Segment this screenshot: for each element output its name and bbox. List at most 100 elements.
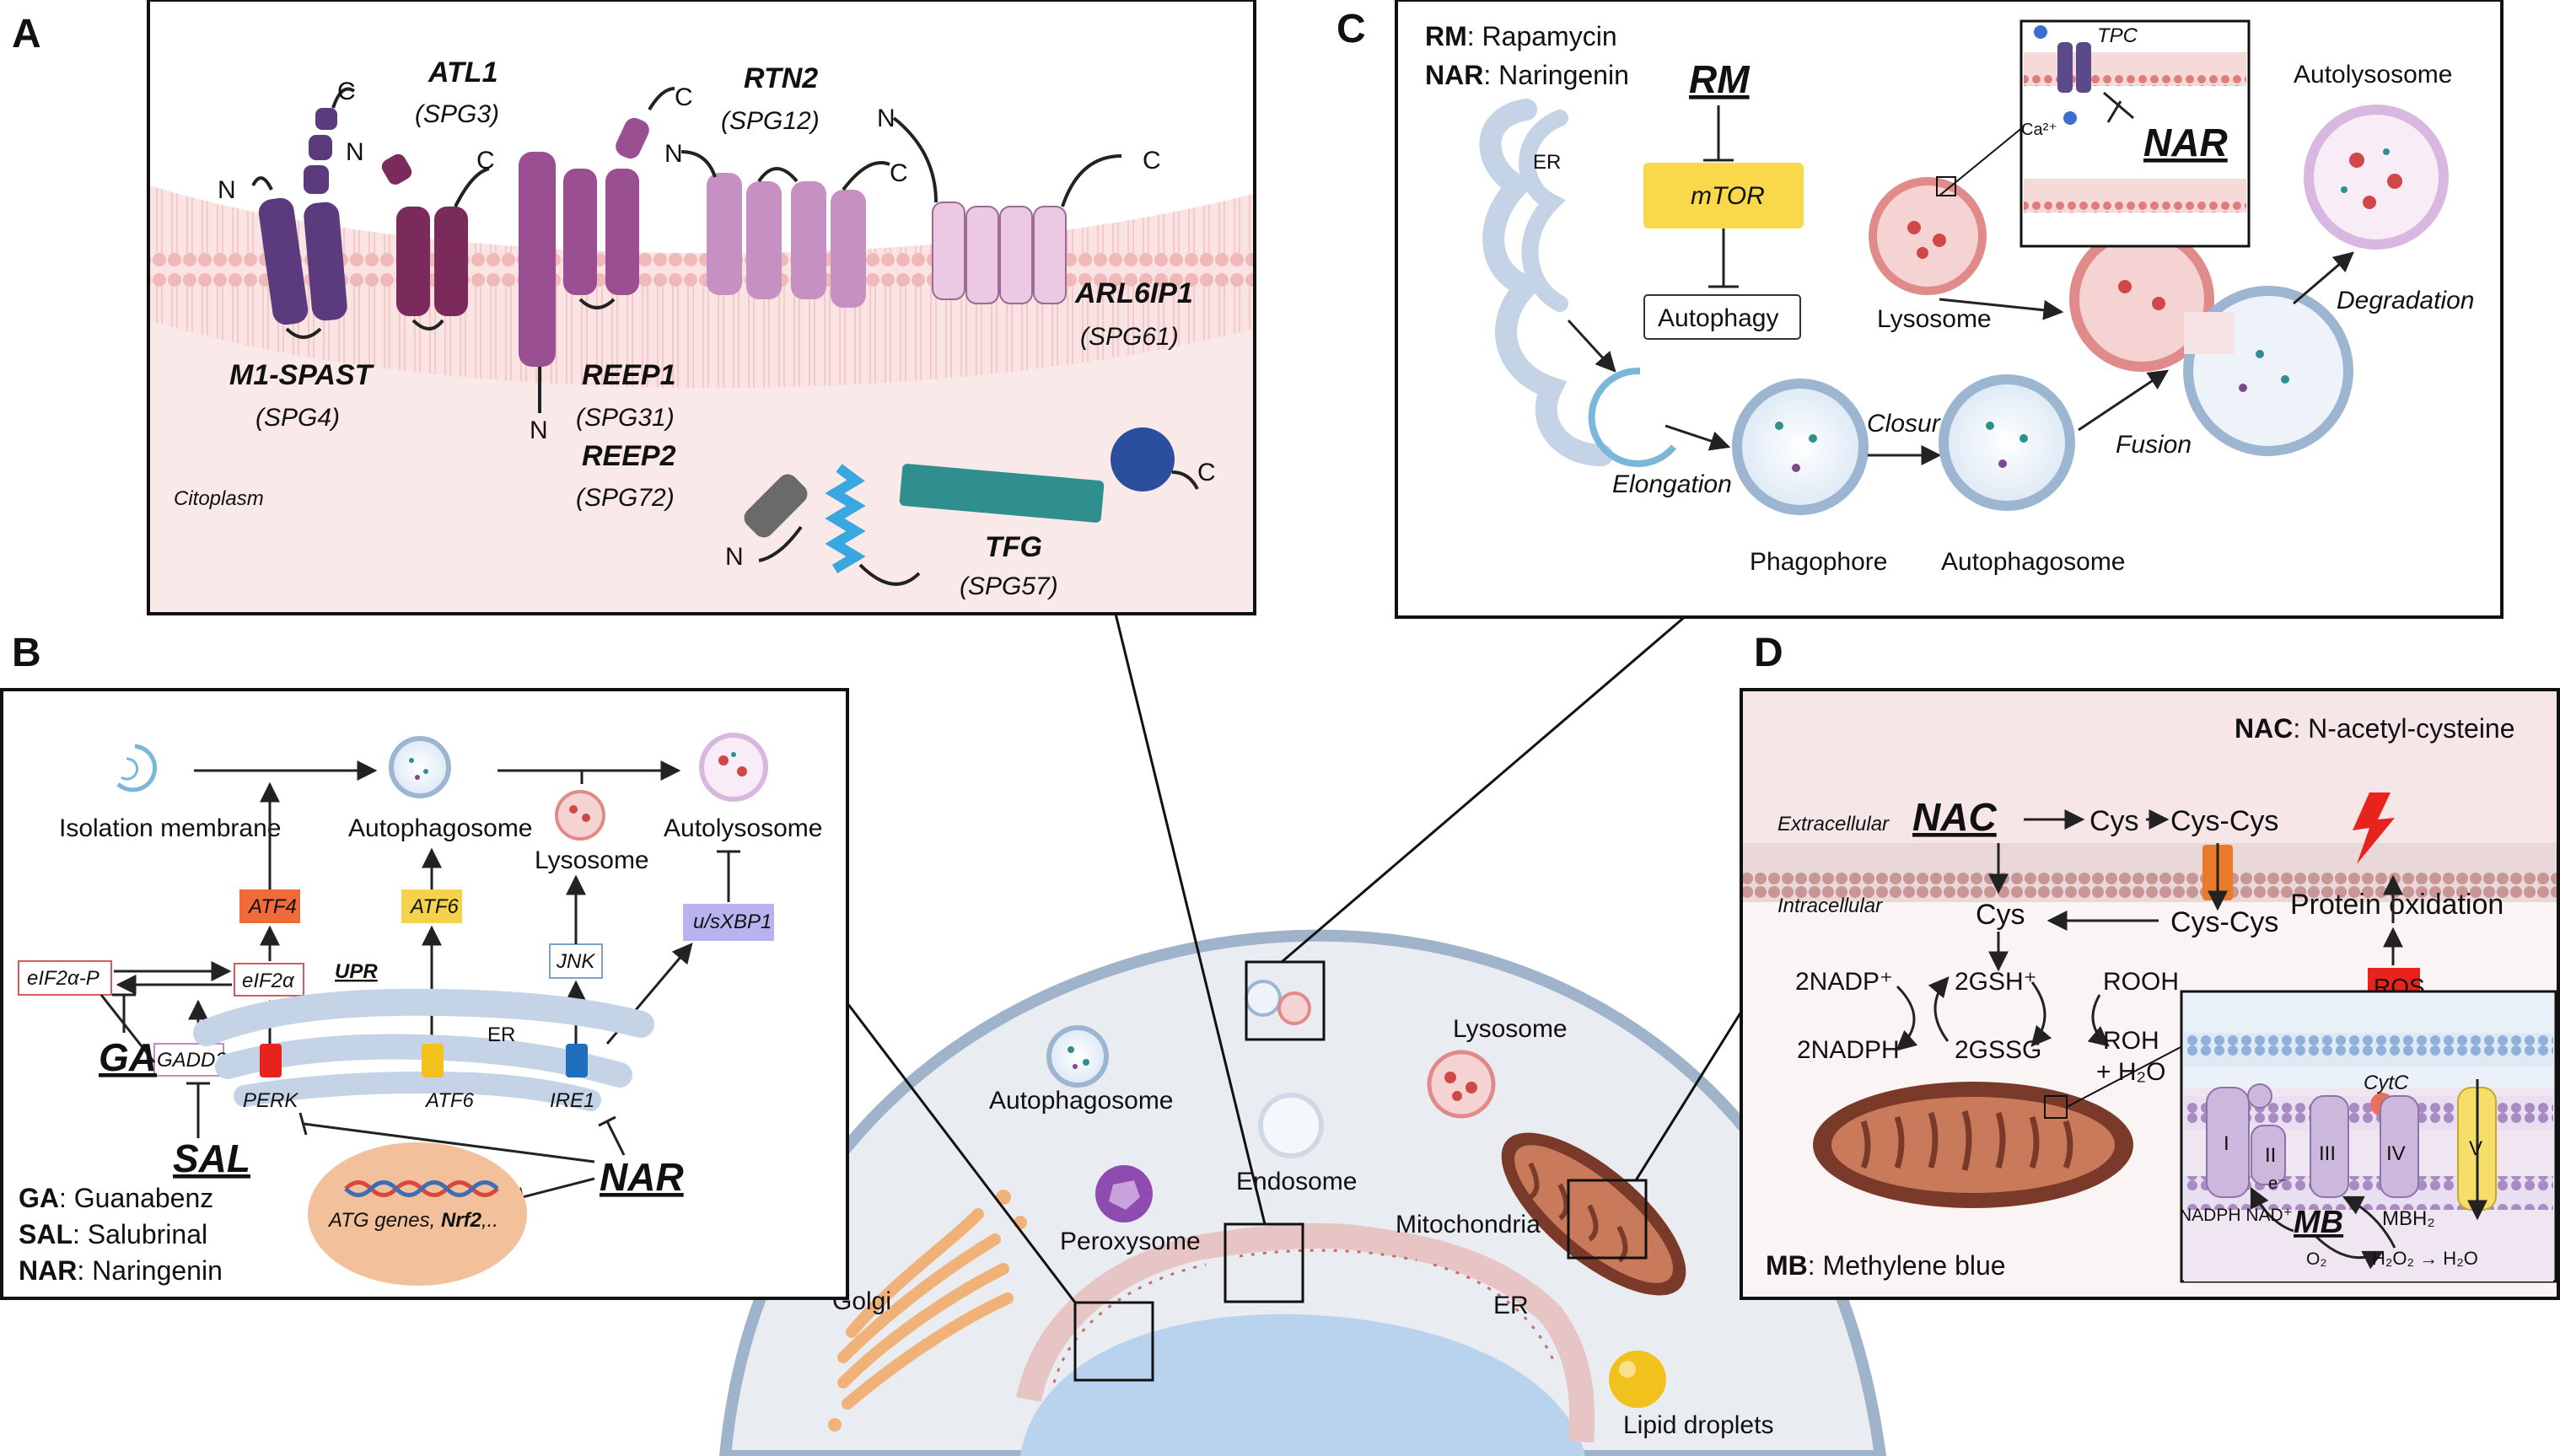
cell-lysosome-label: Lysosome: [1453, 1015, 1568, 1043]
c-autophagosome: [1939, 374, 2075, 511]
cell-er-label: ER: [1493, 1292, 1529, 1319]
d-complex-v: V: [2469, 1137, 2482, 1160]
panel-b: Isolation membrane Autophagosome Lysosom…: [0, 688, 849, 1300]
c-er-structure: [1479, 99, 1613, 466]
b-eif2a-p-box: [18, 960, 112, 996]
b-eif2a-box: [234, 963, 304, 997]
b-nucleus-text: ATG genes, Nrf2,..: [327, 1209, 498, 1232]
c-ca-label: Ca²⁺: [2021, 121, 2057, 139]
c-phagophore-cup: [1588, 367, 1677, 467]
c-autophagosome-label: Autophagosome: [1941, 548, 2126, 576]
golgi: [828, 1190, 1027, 1432]
er-network: [1016, 1222, 1595, 1443]
panel-a: M1-SPAST (SPG4) ATL1 (SPG3) REEP1 (SPG31…: [147, 0, 1256, 615]
panel-d: NAC: N-acetyl-cysteine Extracellular Int…: [1740, 688, 2560, 1300]
rtn2-protein: [680, 150, 890, 308]
d-etc-inset: [2180, 990, 2557, 1283]
b-xbp1-box: [683, 904, 774, 941]
endosome: [1258, 1093, 1324, 1158]
d-o2-label: O₂: [2306, 1249, 2327, 1269]
d-cys-label: Cys: [2089, 805, 2139, 837]
d-cytc-label: CytC: [2364, 1072, 2409, 1094]
b-autolysosome-label: Autolysosome: [664, 814, 822, 842]
d-cys-in-label: Cys: [1976, 899, 2025, 931]
m1-spast-gene: (SPG4): [255, 404, 340, 432]
d-nadp-label: 2NADP⁺: [1795, 968, 1893, 996]
d-mbh2-label: MBH₂: [2382, 1207, 2435, 1230]
c-phagophore: [1732, 379, 1869, 515]
c-autolysosome: [2304, 105, 2449, 250]
b-autolysosome-icon: [699, 733, 768, 802]
atl1-name: ATL1: [428, 56, 497, 89]
c-legend-nar: NAR: Naringenin: [1425, 60, 1629, 90]
b-er-label: ER: [487, 1023, 515, 1046]
reep1-name: REEP1: [582, 359, 676, 391]
zoom-box-b: [1073, 1301, 1154, 1382]
panel-b-letter: B: [12, 631, 41, 675]
d-protein-oxidation-label: Protein oxidation: [2290, 889, 2504, 921]
d-mitochondrion: [1813, 1082, 2133, 1208]
d-gsh-label: 2GSH⁺: [1955, 968, 2037, 996]
cell-peroxysome-label: Peroxysome: [1060, 1228, 1201, 1255]
tfg-c-terminus: C: [1197, 459, 1216, 486]
b-atf6-box-label: ATF6: [409, 895, 460, 918]
b-eif2a-label: eIF2α: [242, 970, 295, 992]
m1-spast-name: M1-SPAST: [229, 359, 375, 391]
d-roh-label: ROH: [2103, 1027, 2159, 1055]
b-lysosome-icon: [555, 790, 605, 841]
d-extracellular-label: Extracellular: [1777, 813, 1890, 835]
b-atf4-box: [239, 889, 300, 923]
d-cys-cys-label: Cys-Cys: [2170, 805, 2278, 837]
b-gadd34-box: [153, 1043, 224, 1077]
rtn2-c-terminus: C: [890, 159, 908, 187]
d-h2o2-label: H₂O₂ → H₂O: [2372, 1248, 2478, 1269]
c-autophagy-box: [1643, 294, 1801, 340]
d-nac-label: NAC: [1912, 795, 1997, 839]
cell-lipid-droplets-label: Lipid droplets: [1623, 1411, 1773, 1439]
b-isolation-membrane-label: Isolation membrane: [59, 814, 281, 842]
b-atf6-box: [401, 889, 462, 923]
d-mb-label: MB: [2294, 1205, 2343, 1240]
c-fusion-label: Fusion: [2116, 431, 2192, 459]
c-phagophore-label: Phagophore: [1750, 548, 1887, 576]
reep-c-terminus: C: [675, 83, 693, 111]
rtn2-gene: (SPG12): [721, 107, 820, 135]
spast-n-terminus: N: [218, 176, 236, 204]
d-nac-legend: NAC: N-acetyl-cysteine: [2235, 713, 2515, 744]
b-ire1-receptor: [566, 1044, 588, 1077]
panel-c: RM: Rapamycin NAR: Naringenin ER RM mTOR…: [1395, 0, 2504, 619]
d-complex-ii: II: [2265, 1144, 2276, 1167]
cytoplasm-label: Citoplasm: [174, 487, 264, 510]
c-autophagy-label: Autophagy: [1658, 304, 1778, 332]
nucleus: [1020, 1314, 1585, 1456]
reep1-gene: (SPG31): [576, 404, 675, 432]
b-nucleus: [308, 1142, 527, 1286]
rtn2-name: RTN2: [744, 62, 818, 94]
d-membrane: [1743, 843, 2557, 902]
atl1-gene: (SPG3): [415, 100, 499, 128]
d-electron-label: e⁻: [2268, 1174, 2287, 1193]
autophagosome-cell: [1046, 1025, 1109, 1088]
reep-n-terminus: N: [530, 416, 548, 444]
reep2-gene: (SPG72): [576, 484, 675, 512]
atl1-c-terminus: C: [476, 147, 495, 175]
b-autophagosome-icon: [389, 736, 451, 798]
panel-d-letter: D: [1754, 631, 1783, 675]
b-atf4-label: ATF4: [247, 895, 297, 918]
b-perk-label: PERK: [243, 1089, 298, 1112]
d-mb-legend: MB: Methylene blue: [1766, 1250, 2006, 1281]
atl1-protein: [381, 153, 490, 330]
arl6ip1-n-terminus: N: [877, 105, 895, 132]
atl1-n-terminus: N: [346, 138, 364, 166]
b-isolation-membrane-icon: [116, 744, 158, 792]
c-mtor-box: [1643, 163, 1804, 228]
m1-spast-protein: [251, 87, 356, 339]
b-nar-label: NAR: [600, 1155, 684, 1199]
arl6ip1-protein: [892, 116, 1122, 304]
d-lightning-icon: [2353, 792, 2395, 864]
b-legend-ga: GA: Guanabenz: [19, 1183, 213, 1213]
c-mtor-label: mTOR: [1691, 182, 1765, 210]
d-complex-iv: IV: [2386, 1142, 2406, 1165]
c-lysosome: [1869, 176, 1987, 295]
zoom-box-c: [1245, 960, 1326, 1041]
